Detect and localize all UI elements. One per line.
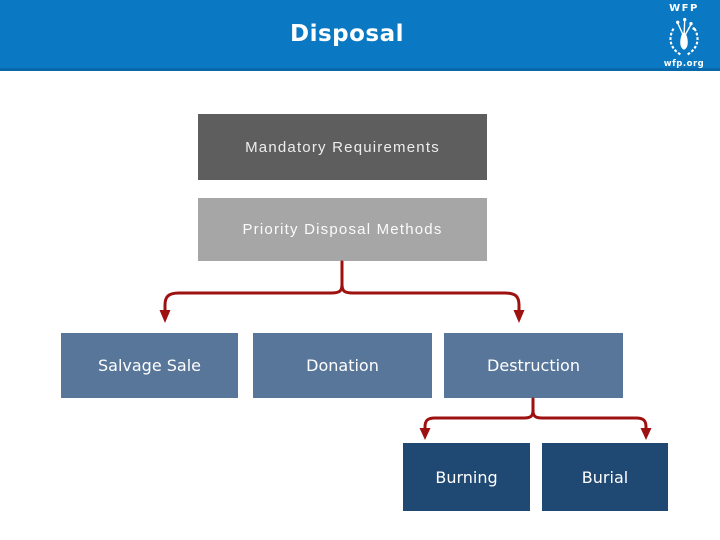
box-burial-label: Burial — [581, 467, 629, 487]
wfp-logo-text: WFP — [669, 3, 699, 14]
wfp-url-text: wfp.org — [663, 59, 705, 69]
box-donation: Donation — [253, 333, 432, 398]
connector-destruction-branches — [419, 397, 652, 440]
header-bar — [0, 0, 720, 71]
wfp-logo: WFP wfp.org — [653, 3, 715, 69]
box-salvage-sale-label: Salvage Sale — [97, 356, 201, 375]
box-mandatory-requirements: Mandatory Requirements — [198, 114, 487, 180]
box-burning: Burning — [403, 443, 530, 511]
box-priority-disposal-methods-label: Priority Disposal Methods — [242, 221, 443, 238]
box-destruction: Destruction — [444, 333, 623, 398]
box-destruction-label: Destruction — [487, 356, 580, 375]
box-salvage-sale: Salvage Sale — [61, 333, 238, 398]
page-title: Disposal — [289, 21, 405, 47]
box-burning-label: Burning — [435, 467, 498, 487]
box-donation-label: Donation — [306, 356, 379, 375]
box-burial: Burial — [542, 443, 668, 511]
box-mandatory-requirements-label: Mandatory Requirements — [245, 138, 440, 156]
wfp-emblem-icon — [669, 17, 699, 56]
box-priority-disposal-methods: Priority Disposal Methods — [198, 198, 487, 261]
connector-priority-branches — [159, 260, 525, 323]
